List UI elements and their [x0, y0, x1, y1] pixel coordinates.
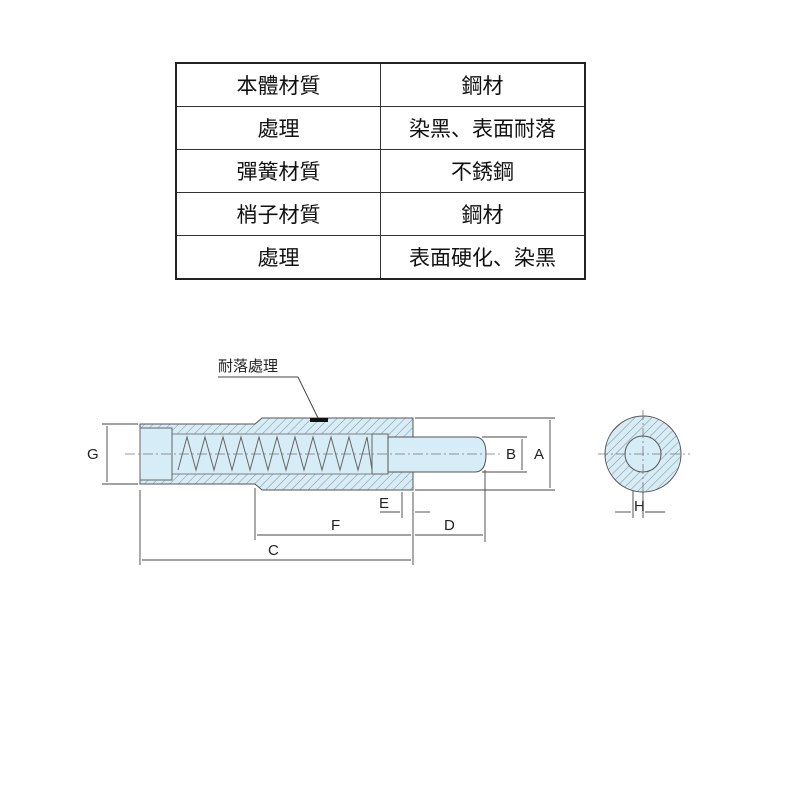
dimension-lines — [102, 417, 665, 565]
callout-label: 耐落處理 — [218, 358, 278, 375]
row-value: 鋼材 — [380, 62, 586, 107]
row-label: 處理 — [175, 106, 381, 150]
table-row: 處理染黑、表面耐落 — [175, 106, 586, 150]
table-row: 梢子材質鋼材 — [175, 192, 586, 236]
row-label: 處理 — [175, 235, 381, 280]
dim-h-label: H — [634, 498, 645, 515]
spring — [177, 435, 373, 472]
row-label: 彈簧材質 — [175, 149, 381, 193]
row-value: 鋼材 — [380, 192, 586, 236]
dim-e-label: E — [379, 495, 389, 512]
dim-f-label: F — [331, 517, 340, 534]
dim-b-label: B — [506, 446, 516, 463]
dim-a-label: A — [534, 446, 544, 463]
table-row: 處理表面硬化、染黑 — [175, 235, 586, 280]
row-value: 染黑、表面耐落 — [380, 106, 586, 150]
dim-d-label: D — [444, 517, 455, 534]
table-row: 本體材質鋼材 — [175, 62, 586, 107]
row-value: 表面硬化、染黑 — [380, 235, 586, 280]
dim-g-label: G — [87, 446, 99, 463]
pin — [387, 436, 487, 473]
spec-table: 本體材質鋼材 處理染黑、表面耐落 彈簧材質不銹鋼 梢子材質鋼材 處理表面硬化、染… — [175, 62, 586, 280]
knurl-mark — [310, 418, 328, 422]
row-label: 梢子材質 — [175, 192, 381, 236]
dim-c-label: C — [268, 542, 279, 559]
